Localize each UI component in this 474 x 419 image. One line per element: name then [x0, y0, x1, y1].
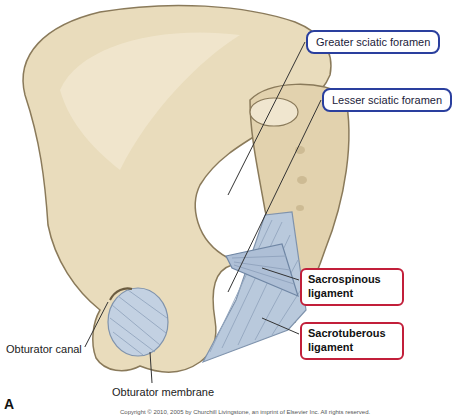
structure-name: Sacrotuberous ligament	[308, 327, 396, 355]
obturator-canal	[110, 288, 132, 300]
foramen-label-box: Lesser sciatic foramen	[322, 88, 452, 112]
obturator-membrane	[108, 288, 168, 356]
ligament-fibers	[210, 220, 302, 352]
structure-label: Obturator membrane	[112, 386, 214, 398]
structure-label: Obturator canal	[6, 343, 82, 355]
structure-name: Sacrospinous ligament	[308, 273, 396, 301]
leader-line	[85, 302, 108, 347]
sacral-foramina	[295, 146, 307, 211]
foramen-label-box: Greater sciatic foramen	[306, 30, 440, 54]
structure-name: Greater sciatic foramen	[316, 36, 430, 48]
sacrospinous-ligament	[226, 244, 298, 296]
ligament-label-box: Sacrospinous ligament	[300, 268, 404, 306]
ligament-label-box: Sacrotuberous ligament	[300, 322, 404, 360]
sacral-body	[250, 98, 298, 126]
leader-line	[262, 318, 299, 334]
membrane-fibers	[110, 290, 167, 355]
sacrotuberous-ligament	[203, 212, 306, 362]
copyright-note: Copyright © 2010, 2005 by Churchill Livi…	[120, 409, 370, 415]
leader-line	[150, 352, 152, 383]
iliac-fossa	[60, 32, 240, 170]
leader-line	[228, 100, 321, 292]
ligament-fibers	[232, 256, 294, 284]
leader-line	[262, 268, 299, 280]
leader-line	[228, 42, 305, 195]
structure-name: Lesser sciatic foramen	[332, 94, 442, 106]
figure-letter: A	[4, 396, 14, 412]
